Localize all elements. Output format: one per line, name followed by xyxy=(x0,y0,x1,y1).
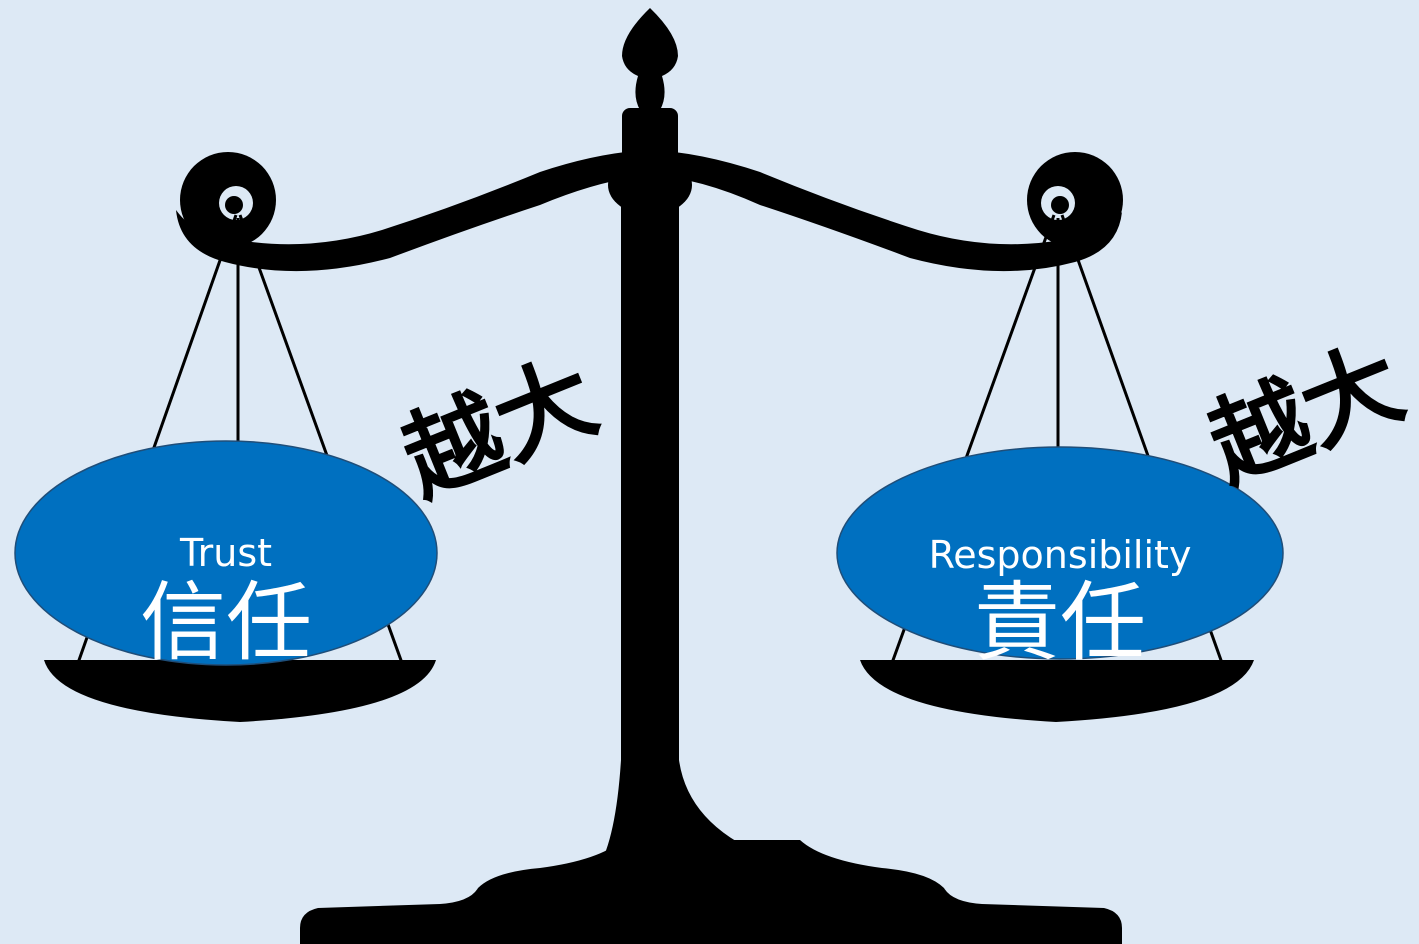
responsibility-label-en: Responsibility xyxy=(929,533,1192,577)
left-pan-dish xyxy=(44,660,436,722)
left-curl-knob xyxy=(225,196,243,214)
scale-finial xyxy=(622,8,678,110)
right-annotation: 越大 xyxy=(1194,325,1418,504)
trust-label-zh: 信任 xyxy=(140,573,312,673)
responsibility-label-zh: 責任 xyxy=(974,573,1146,673)
trust-label-en: Trust xyxy=(179,531,272,575)
scale-base xyxy=(300,840,1122,944)
responsibility-ellipse xyxy=(836,446,1284,660)
right-curl-knob xyxy=(1051,196,1069,214)
scale-pillar xyxy=(598,175,802,868)
scale-beam xyxy=(176,150,1122,272)
left-annotation: 越大 xyxy=(387,340,611,519)
trust-ellipse xyxy=(14,440,438,666)
right-pan-dish xyxy=(860,660,1254,722)
